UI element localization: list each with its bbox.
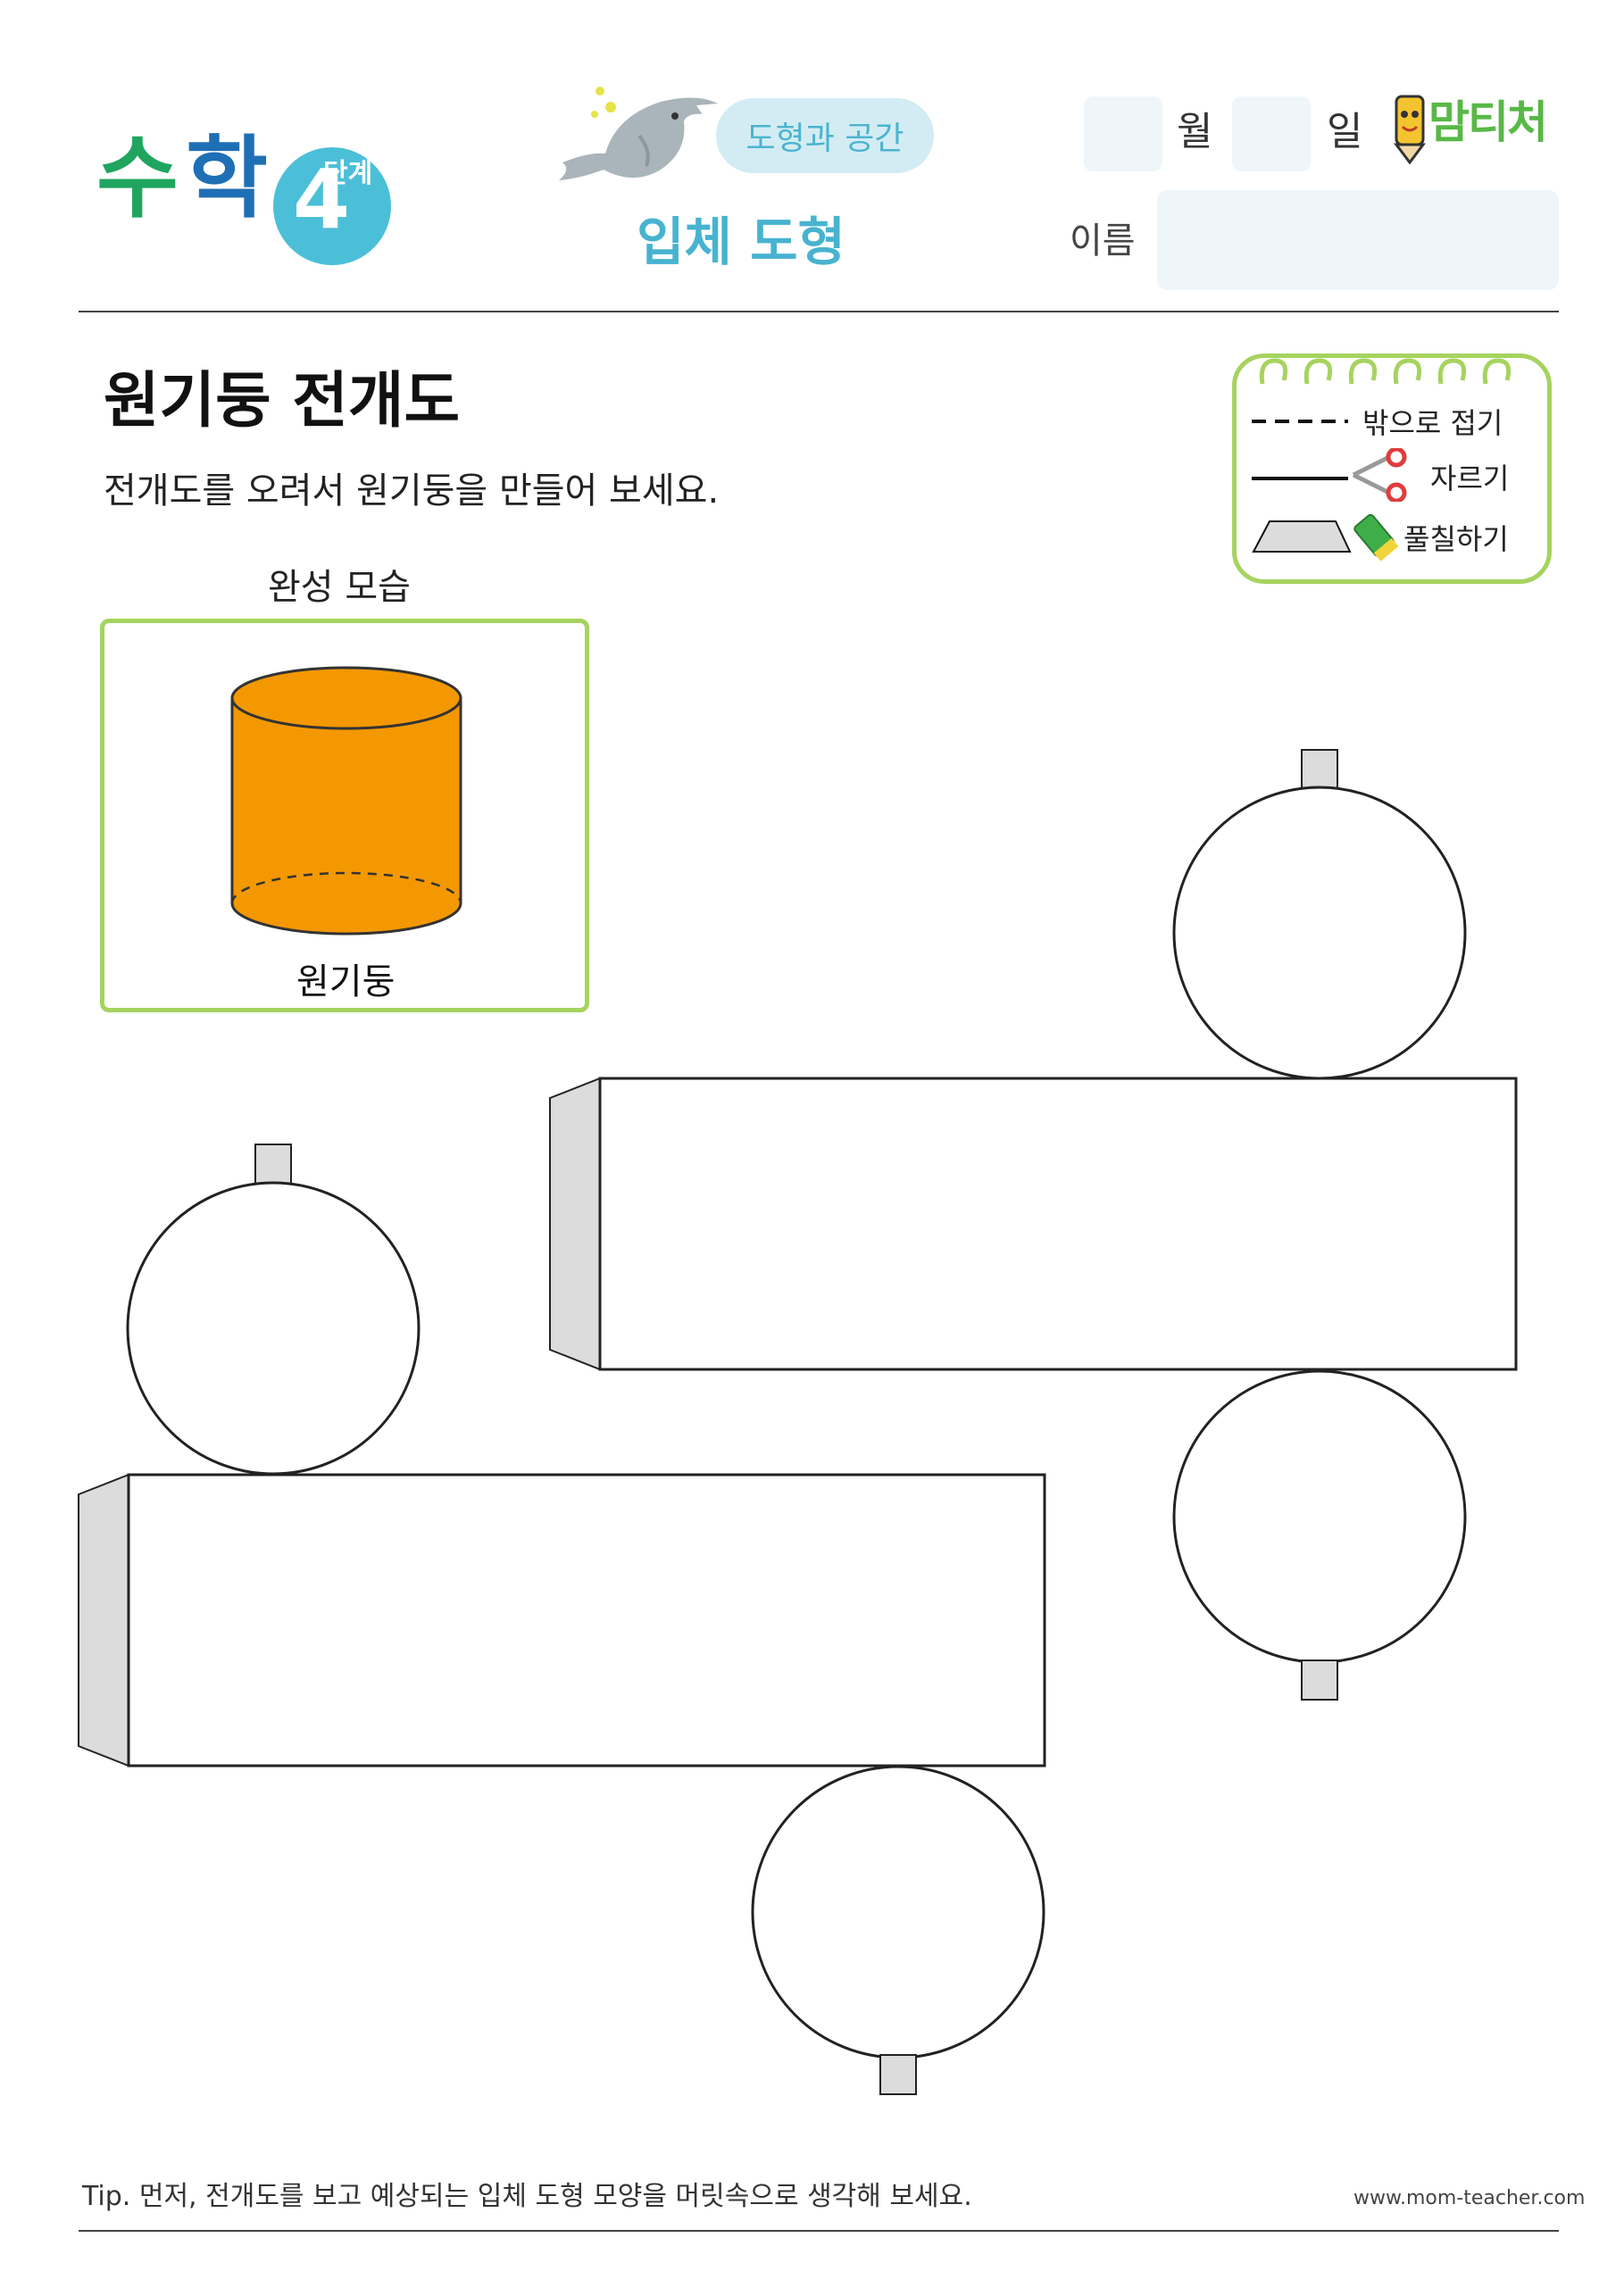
header-divider bbox=[79, 311, 1559, 312]
legend-cut-label: 자르기 bbox=[1430, 462, 1510, 495]
dolphin-icon bbox=[559, 87, 718, 180]
month-label: 월 bbox=[1177, 109, 1213, 154]
net-2 bbox=[78, 1144, 1046, 2095]
net-circle-top bbox=[1172, 786, 1467, 1080]
level-word: 단계 bbox=[323, 158, 373, 189]
day-input-box[interactable] bbox=[1232, 96, 1311, 171]
net-circle-bottom bbox=[751, 1765, 1045, 2059]
legend-glue-label: 풀칠하기 bbox=[1403, 522, 1509, 556]
logo-su: 수 bbox=[96, 126, 179, 230]
scissors-icon bbox=[1352, 448, 1407, 502]
legend-symbols bbox=[1252, 420, 1352, 553]
page-title: 원기둥 전개도 bbox=[104, 366, 461, 437]
pencil-mascot-icon bbox=[1394, 95, 1426, 164]
topic-badge: 도형과 공간 bbox=[716, 98, 934, 173]
glue-tab bbox=[1301, 749, 1338, 790]
legend-box bbox=[1232, 354, 1552, 584]
level-badge bbox=[273, 147, 391, 265]
net-circle-top bbox=[126, 1181, 421, 1476]
glue-tab bbox=[254, 1144, 292, 1185]
glue-stick-icon bbox=[1353, 513, 1399, 562]
level-number: 4 bbox=[293, 152, 351, 247]
net-1 bbox=[549, 749, 1518, 1701]
net-circle-bottom bbox=[1172, 1369, 1467, 1664]
name-input-box[interactable] bbox=[1157, 190, 1559, 290]
day-label: 일 bbox=[1327, 109, 1363, 154]
footer-divider bbox=[79, 2230, 1559, 2232]
preview-label: 완성 모습 bbox=[268, 567, 411, 608]
glue-tab bbox=[1301, 1660, 1338, 1701]
cylinder-label: 원기둥 bbox=[296, 961, 396, 1002]
unit-title: 입체 도형 bbox=[637, 212, 845, 272]
spiral-binding-icon bbox=[1259, 358, 1512, 385]
instruction-text: 전개도를 오려서 원기둥을 만들어 보세요. bbox=[104, 470, 720, 512]
site-url: www.mom-teacher.com bbox=[1353, 2187, 1586, 2209]
legend-fold-label: 밖으로 접기 bbox=[1362, 406, 1503, 440]
month-input-box[interactable] bbox=[1084, 96, 1162, 171]
tip-text: Tip. 먼저, 전개도를 보고 예상되는 입체 도형 모양을 머릿속으로 생각… bbox=[82, 2181, 972, 2212]
cylinder-preview bbox=[230, 666, 462, 936]
brand-logo: 맘티처 bbox=[1428, 96, 1548, 148]
net-rectangle bbox=[598, 1077, 1518, 1371]
logo-hak: 학 bbox=[186, 126, 268, 230]
net-rectangle bbox=[127, 1473, 1046, 1768]
glue-flap bbox=[78, 1473, 129, 1768]
preview-frame bbox=[100, 619, 589, 1012]
name-label: 이름 bbox=[1070, 220, 1136, 262]
glue-flap bbox=[549, 1077, 601, 1371]
glue-tab bbox=[879, 2054, 917, 2095]
